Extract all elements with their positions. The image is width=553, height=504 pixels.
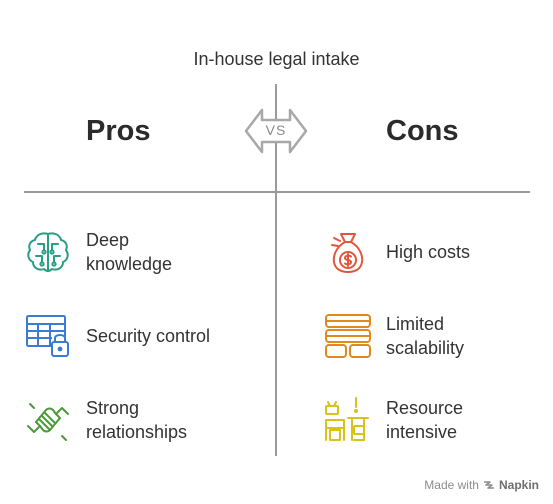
con-item-high-costs: High costs [324,228,546,276]
money-bag-icon [331,233,364,273]
handshake-icon [27,403,69,441]
napkin-brand-text: Napkin [498,478,539,492]
napkin-watermark: Made with Napkin [424,478,539,492]
vs-badge: VS [244,107,308,155]
pro-item-strong-relationships: Strong relationships [24,396,246,444]
napkin-logo-icon [483,481,494,489]
vertical-divider [275,84,277,456]
con-label-resource-intensive: Resource intensive [386,398,464,442]
pro-item-deep-knowledge: Deep knowledge [24,228,246,276]
con-label-limited-scalability: Limited scalability [386,314,465,358]
vs-label: VS [265,122,287,138]
pro-label-security-control: Security control [86,326,211,346]
diagram-title: In-house legal intake [193,49,360,69]
stacked-boxes-icon [325,314,371,358]
con-item-resource-intensive: Resource intensive [324,396,546,444]
brain-icon [27,232,69,272]
double-arrow-icon [244,108,308,154]
pro-item-security-control: Security control [24,312,246,360]
pro-label-strong-relationships: Strong relationships [86,398,188,442]
pros-heading: Pros [86,115,151,147]
made-with-text: Made with [424,478,479,492]
con-label-high-costs: High costs [386,242,471,262]
desk-worker-icon [325,397,369,441]
locked-table-icon [26,315,69,357]
con-item-limited-scalability: Limited scalability [324,312,546,360]
horizontal-divider [24,191,530,193]
cons-heading: Cons [386,115,459,147]
pro-label-deep-knowledge: Deep knowledge [86,230,173,274]
